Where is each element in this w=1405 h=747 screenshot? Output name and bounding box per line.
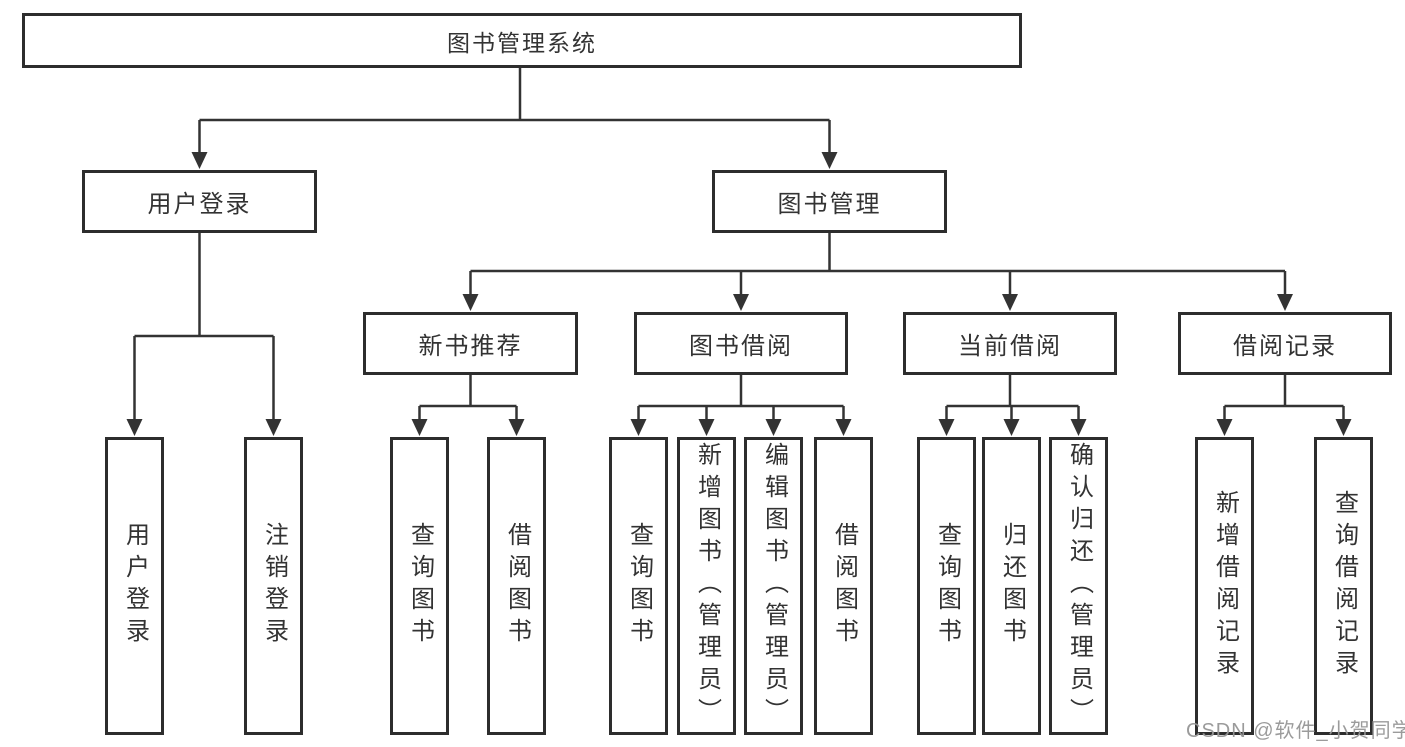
node-root: 图书管理系统	[22, 13, 1022, 68]
leaf-label: 编辑图书（管理员）	[760, 442, 788, 730]
connector-user-login-to-children	[126, 233, 282, 436]
leaf-label: 查询图书	[933, 522, 961, 650]
node-book-borrow: 图书借阅	[634, 312, 848, 375]
leaf-confirm-return-admin: 确认归还（管理员）	[1049, 437, 1108, 735]
leaf-query-books-1: 查询图书	[390, 437, 449, 735]
leaf-add-borrow-record: 新增借阅记录	[1195, 437, 1254, 735]
node-label: 用户登录	[147, 191, 252, 218]
leaf-return-book: 归还图书	[982, 437, 1041, 735]
leaf-label: 借阅图书	[503, 522, 531, 650]
node-label: 图书借阅	[689, 333, 793, 360]
leaf-label: 新增借阅记录	[1211, 490, 1239, 682]
connector-book-borrow-to-children	[630, 375, 852, 436]
connector-book-management-to-level3	[462, 233, 1293, 311]
leaf-borrow-books-1: 借阅图书	[487, 437, 546, 735]
leaf-label: 借阅图书	[830, 522, 858, 650]
node-user-login: 用户登录	[82, 170, 317, 233]
connector-new-book-to-children	[411, 375, 525, 436]
leaf-label: 新增图书（管理员）	[693, 442, 721, 730]
leaf-label: 用户登录	[121, 522, 149, 650]
leaf-label: 确认归还（管理员）	[1065, 442, 1093, 730]
node-label: 借阅记录	[1233, 333, 1337, 360]
leaf-borrow-books-2: 借阅图书	[814, 437, 873, 735]
node-label: 新书推荐	[418, 333, 523, 360]
connector-root-to-level2	[191, 68, 838, 169]
leaf-edit-book-admin: 编辑图书（管理员）	[744, 437, 803, 735]
node-label: 当前借阅	[958, 333, 1062, 360]
node-borrow-record: 借阅记录	[1178, 312, 1392, 375]
node-new-book-recommend: 新书推荐	[363, 312, 578, 375]
leaf-logout: 注销登录	[244, 437, 303, 735]
node-book-management: 图书管理	[712, 170, 947, 233]
leaf-query-books-2: 查询图书	[609, 437, 668, 735]
node-label: 图书管理系统	[447, 29, 597, 56]
connector-current-borrow-to-children	[938, 375, 1087, 436]
leaf-query-books-3: 查询图书	[917, 437, 976, 735]
leaf-label: 注销登录	[260, 522, 288, 650]
node-current-borrow: 当前借阅	[903, 312, 1117, 375]
leaf-user-login: 用户登录	[105, 437, 164, 735]
connector-borrow-record-to-children	[1216, 375, 1352, 436]
leaf-query-borrow-record: 查询借阅记录	[1314, 437, 1373, 735]
csdn-watermark: CSDN @软件_小贺同学	[1186, 720, 1405, 742]
leaf-label: 查询借阅记录	[1330, 490, 1358, 682]
leaf-label: 查询图书	[406, 522, 434, 650]
leaf-label: 查询图书	[625, 522, 653, 650]
node-label: 图书管理	[777, 191, 882, 218]
leaf-label: 归还图书	[998, 522, 1026, 650]
leaf-add-book-admin: 新增图书（管理员）	[677, 437, 736, 735]
